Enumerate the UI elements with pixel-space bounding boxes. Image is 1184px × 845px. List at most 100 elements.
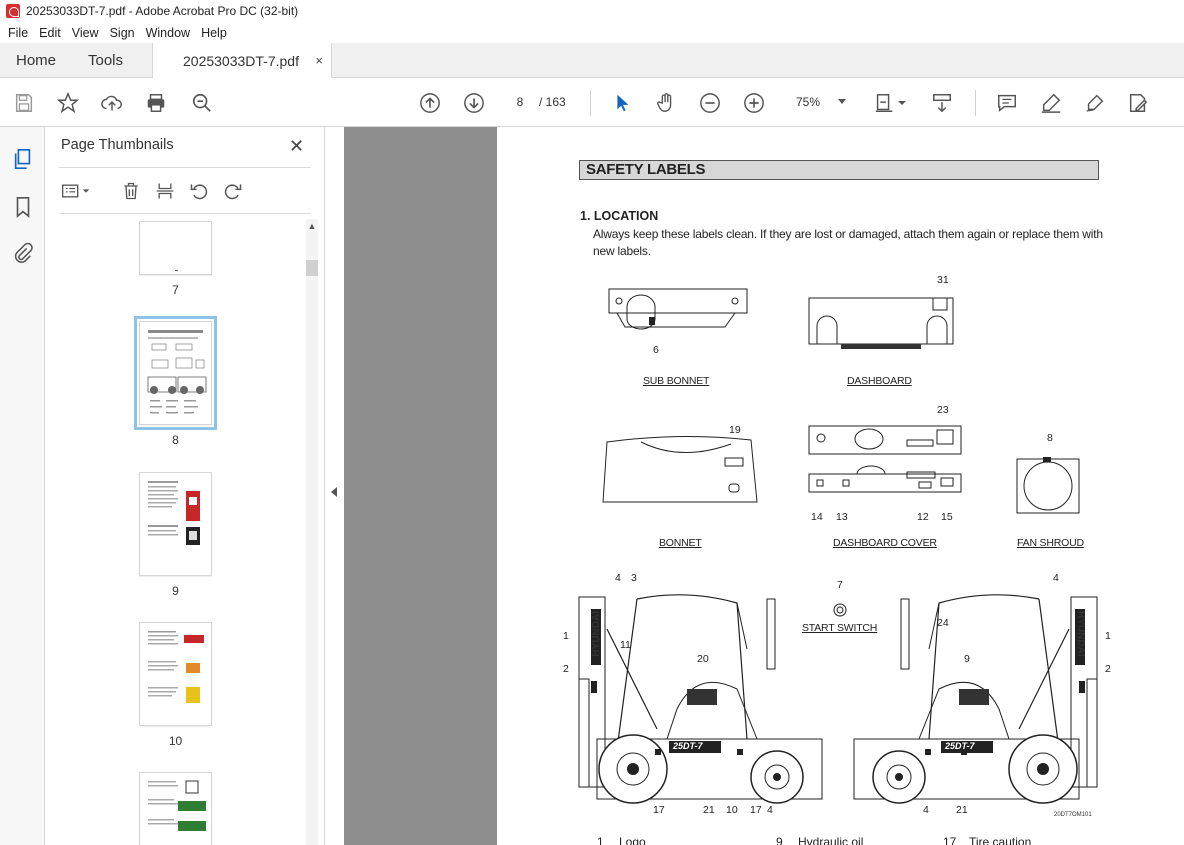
thumbnail-page-10[interactable] — [139, 622, 212, 726]
legend-num-9: 9 — [776, 835, 783, 845]
callout-13: 13 — [836, 511, 848, 523]
menu-help[interactable]: Help — [201, 25, 227, 40]
toolbar-separator — [590, 90, 591, 116]
delete-page-icon[interactable] — [119, 179, 143, 203]
page-fit-icon[interactable] — [872, 91, 896, 115]
options-menu-icon[interactable] — [59, 179, 83, 203]
caption-start-switch: START SWITCH — [802, 622, 878, 634]
print-icon[interactable] — [144, 91, 168, 115]
document-viewer[interactable]: SAFETY LABELS 1. LOCATION Always keep th… — [344, 127, 1184, 845]
callout-2-left: 2 — [563, 663, 569, 675]
thumbnail-page-7[interactable] — [139, 221, 212, 275]
callout-3: 3 — [631, 572, 637, 584]
select-cursor-icon[interactable] — [610, 91, 634, 115]
attachments-icon[interactable] — [11, 241, 35, 265]
drawing-code: 20DT7OM101 — [1054, 812, 1092, 818]
page-heading: SAFETY LABELS — [579, 160, 1099, 180]
scroll-up-icon[interactable]: ▲ — [307, 221, 317, 231]
menu-edit[interactable]: Edit — [39, 25, 61, 40]
hyundai-logo-left: HYUNDAI — [591, 611, 602, 657]
menu-file[interactable]: File — [8, 25, 29, 40]
dashboard-drawing — [808, 297, 954, 349]
legend-text-9: Hydraulic oil — [798, 835, 864, 845]
menu-view[interactable]: View — [71, 25, 99, 40]
scrollbar-thumb[interactable] — [306, 260, 318, 276]
next-page-icon[interactable] — [462, 91, 486, 115]
section-paragraph: Always keep these labels clean. If they … — [593, 227, 1103, 258]
caption-fan-shroud: FAN SHROUD — [1017, 537, 1084, 549]
legend-text-1: Logo — [619, 835, 646, 845]
collapse-panel-icon[interactable] — [331, 487, 337, 497]
rotate-left-icon[interactable] — [187, 179, 211, 203]
thumbnail-page-9[interactable] — [139, 472, 212, 576]
tab-document[interactable]: 20253033DT-7.pdf × — [152, 43, 332, 79]
upload-cloud-icon[interactable] — [100, 91, 124, 115]
thumbnail-page-8[interactable] — [134, 316, 217, 430]
model-mark-left: 25DT-7 — [673, 741, 703, 751]
save-icon[interactable] — [12, 91, 36, 115]
hyundai-logo-right: HYUNDAI — [1075, 611, 1086, 657]
window-title: 20253033DT-7.pdf - Adobe Acrobat Pro DC … — [26, 4, 299, 18]
rotate-right-icon[interactable] — [221, 179, 245, 203]
zoom-in-icon[interactable] — [742, 91, 766, 115]
callout-9: 9 — [964, 653, 970, 665]
callout-4-left-top: 4 — [615, 572, 621, 584]
sub-bonnet-drawing — [608, 288, 748, 330]
dashboard-cover-drawing — [808, 425, 962, 493]
highlight-pen-icon[interactable] — [1039, 91, 1063, 115]
page-number-input[interactable]: 8 — [516, 95, 524, 109]
chevron-down-icon[interactable] — [896, 91, 908, 115]
callout-11: 11 — [620, 639, 631, 651]
menu-window[interactable]: Window — [145, 25, 191, 40]
bonnet-drawing — [602, 435, 758, 503]
tab-document-label: 20253033DT-7.pdf — [183, 53, 299, 69]
previous-page-icon[interactable] — [418, 91, 442, 115]
callout-8: 8 — [1047, 432, 1053, 444]
pdf-page: SAFETY LABELS 1. LOCATION Always keep th… — [497, 127, 1184, 845]
callout-1-right: 1 — [1105, 630, 1111, 642]
hand-tool-icon[interactable] — [654, 91, 678, 115]
callout-23: 23 — [937, 404, 949, 416]
thumbnail-label: 7 — [172, 283, 179, 297]
bookmark-star-icon[interactable] — [56, 91, 80, 115]
page-thumbnails-icon[interactable] — [11, 147, 35, 171]
thumbnail-label: 9 — [172, 584, 179, 598]
forklift-right-view-drawing — [853, 594, 1098, 804]
tab-tools[interactable]: Tools — [88, 52, 124, 69]
callout-7: 7 — [837, 579, 843, 591]
chevron-down-icon — [838, 99, 846, 104]
scroll-mode-icon[interactable] — [930, 91, 954, 115]
callout-24: 24 — [937, 617, 949, 629]
start-switch-drawing — [833, 603, 847, 617]
close-tab-icon[interactable]: × — [315, 53, 323, 68]
toolbar-separator — [975, 90, 976, 116]
thumbnail-scrollbar[interactable] — [306, 219, 318, 845]
fan-shroud-drawing — [1016, 457, 1080, 514]
caption-bonnet: BONNET — [659, 537, 702, 549]
forklift-left-view-drawing — [578, 594, 823, 804]
zoom-out-icon[interactable] — [698, 91, 722, 115]
main-toolbar — [0, 78, 1184, 127]
caption-dashboard-cover: DASHBOARD COVER — [833, 537, 937, 549]
redact-icon[interactable] — [1126, 91, 1150, 115]
close-panel-icon[interactable]: ✕ — [289, 136, 305, 156]
comment-icon[interactable] — [995, 91, 1019, 115]
callout-20: 20 — [697, 653, 709, 665]
left-navigation-rail — [0, 127, 45, 845]
thumbnail-label: 8 — [172, 433, 179, 447]
bookmarks-icon[interactable] — [11, 195, 35, 219]
search-zoom-icon[interactable] — [190, 91, 214, 115]
legend-num-1: 1 — [597, 835, 604, 845]
menu-bar: File Edit View Sign Window Help — [0, 22, 1184, 43]
extract-page-icon[interactable] — [153, 179, 177, 203]
zoom-select[interactable]: 75% — [786, 90, 852, 114]
sign-pen-icon[interactable] — [1083, 91, 1107, 115]
callout-4-bottom-left: 4 — [767, 804, 773, 816]
tab-home[interactable]: Home — [16, 52, 57, 69]
chevron-down-icon[interactable] — [79, 179, 93, 203]
thumbnail-page-11[interactable] — [139, 772, 212, 845]
menu-sign[interactable]: Sign — [109, 25, 135, 40]
callout-14: 14 — [811, 511, 823, 523]
callout-4-bottom-right: 4 — [923, 804, 929, 816]
callout-17-left: 17 — [653, 804, 665, 816]
